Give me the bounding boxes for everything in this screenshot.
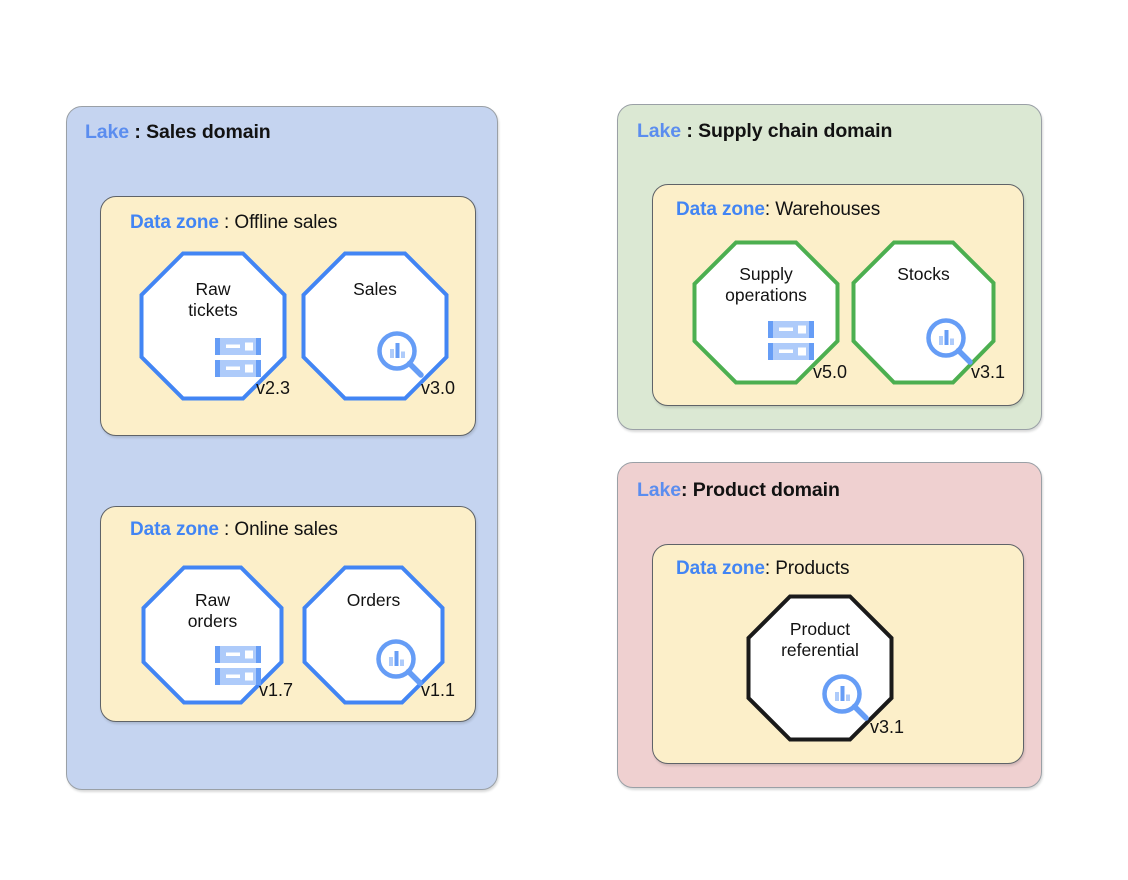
zone-separator: :	[218, 519, 235, 540]
zone-warehouses-title: Data zone: Warehouses	[676, 199, 880, 221]
data-product-version: v3.1	[870, 717, 905, 737]
data-product-version: v1.7	[259, 680, 294, 700]
lake-keyword: Lake	[85, 121, 130, 143]
data-product-version: v2.3	[256, 378, 291, 398]
zone-name: Online sales	[234, 519, 338, 540]
data-product-version: v3.1	[971, 362, 1006, 382]
lake-separator: :	[681, 479, 693, 501]
data-product-version: v3.0	[421, 378, 456, 398]
lake-keyword: Lake	[637, 120, 682, 142]
lake-name: Sales domain	[146, 121, 271, 143]
data-product-version: v1.1	[421, 680, 456, 700]
lake-supply-chain-domain-title: Lake : Supply chain domain	[637, 120, 892, 143]
lake-name: Supply chain domain	[698, 120, 893, 142]
lake-separator: :	[129, 121, 147, 143]
lake-separator: :	[681, 120, 699, 142]
zone-online-sales-title: Data zone : Online sales	[130, 519, 338, 541]
zone-name: Warehouses	[775, 199, 881, 220]
zone-name: Products	[775, 558, 850, 579]
zone-keyword: Data zone	[130, 212, 219, 233]
lake-sales-domain-title: Lake : Sales domain	[85, 121, 271, 144]
zone-keyword: Data zone	[676, 558, 765, 579]
zone-name: Offline sales	[234, 212, 338, 233]
zone-separator: :	[764, 199, 776, 220]
zone-products-title: Data zone: Products	[676, 558, 849, 580]
lake-keyword: Lake	[637, 479, 682, 501]
data-product-version: v5.0	[813, 362, 848, 382]
lake-name: Product domain	[692, 479, 840, 501]
zone-keyword: Data zone	[676, 199, 765, 220]
zone-keyword: Data zone	[130, 519, 219, 540]
zone-separator: :	[764, 558, 776, 579]
lake-product-domain-title: Lake: Product domain	[637, 479, 840, 502]
zone-offline-sales-title: Data zone : Offline sales	[130, 212, 337, 234]
zone-separator: :	[218, 212, 235, 233]
